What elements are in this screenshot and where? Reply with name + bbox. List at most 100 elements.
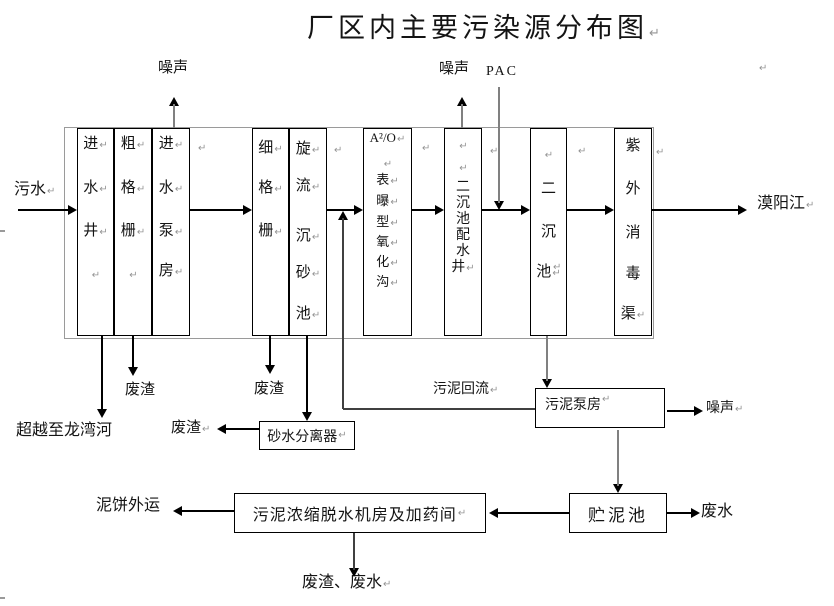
- label-text: 超越至龙湾河: [16, 422, 113, 439]
- box-sludge-storage-tank: 贮泥池: [569, 493, 667, 533]
- box-text-line: ↵: [364, 156, 411, 170]
- box-char: 渠: [620, 306, 636, 322]
- paragraph-mark: ↵: [198, 143, 207, 154]
- box-text-line: 井↵: [78, 224, 113, 239]
- box-char: 池: [456, 212, 470, 227]
- arrowhead-r: [243, 205, 252, 215]
- box-text-line: 房↵: [153, 264, 189, 279]
- paragraph-mark: ↵: [334, 145, 343, 156]
- box-char: 细: [258, 140, 274, 156]
- box-text-line: 水: [445, 245, 481, 259]
- box-char: 池: [295, 306, 311, 322]
- box-char: 格: [258, 180, 274, 196]
- box-char: 沉: [540, 224, 556, 240]
- arrow-storage-to-dewatering: [496, 512, 569, 514]
- arrow-oxidation-ditch-to-distribution-well: [412, 209, 437, 211]
- box-text-line: 渠↵: [615, 307, 651, 322]
- label-text: 污泥回流: [433, 382, 489, 397]
- box-char: 池: [536, 264, 552, 280]
- paragraph-mark: ↵: [390, 176, 399, 187]
- process-box-inlet-well: 进↵水↵井↵↵: [77, 128, 114, 336]
- box-text-line: 沟↵: [364, 275, 411, 289]
- box-char: 配: [456, 228, 470, 243]
- paragraph-mark: ↵: [136, 140, 146, 151]
- box-text-line: 消: [615, 226, 651, 241]
- box-text-line: 外: [615, 182, 651, 197]
- box-text-line: 沉: [445, 197, 481, 211]
- box-text-line: A²/O↵: [364, 131, 411, 145]
- arrow-separator-waste: [224, 428, 259, 430]
- label-text: 废水: [701, 503, 734, 520]
- paragraph-mark: ↵: [459, 163, 468, 174]
- label-zaosheng-top-mid: 噪声: [439, 61, 469, 78]
- box-char: 毒: [625, 266, 641, 282]
- process-box-secondary-clarifier: ↵ 二沉池↵: [530, 128, 567, 336]
- label-text: 污水: [14, 181, 47, 198]
- label-wushui: 污水↵: [14, 181, 55, 199]
- paragraph-mark: ↵: [390, 238, 399, 249]
- box-char: 二: [456, 180, 470, 195]
- arrowhead-d: [613, 484, 623, 493]
- arrow-grit-chamber-to-oxidation-ditch: [327, 209, 356, 211]
- box-char: 粗: [120, 136, 136, 152]
- paragraph-mark: ↵: [129, 270, 138, 281]
- box-text-line: 氧↵: [364, 235, 411, 249]
- paragraph-mark: ↵: [602, 394, 611, 405]
- arrowhead-r: [521, 205, 530, 215]
- box-char: 旋: [295, 141, 311, 157]
- label-pac: PAC: [486, 64, 518, 79]
- label-wunihuiliu: 污泥回流↵: [433, 382, 498, 397]
- arrow-pump-house-to-fine-screen: [190, 209, 245, 211]
- box-text-line: 池↵: [531, 265, 566, 280]
- paragraph-mark: ↵: [390, 278, 399, 289]
- process-box-uv-disinfection-channel: 紫外消毒渠↵: [614, 128, 652, 336]
- box-char: 二: [540, 181, 556, 197]
- box-char: 沟: [376, 274, 390, 289]
- paragraph-mark: ↵: [91, 270, 101, 281]
- arrowhead-l: [217, 424, 226, 434]
- box-text-line: 流↵: [290, 179, 326, 194]
- arrowhead-r: [738, 205, 747, 215]
- box-text-line: ↵: [445, 139, 481, 153]
- paragraph-mark: ↵: [649, 26, 664, 41]
- box-text-line: ↵: [78, 267, 113, 282]
- page-edge-mark: [0, 230, 5, 232]
- paragraph-mark: ↵: [636, 310, 646, 321]
- arrow-influent-to-inlet-well: [18, 209, 70, 211]
- paragraph-mark: ↵: [274, 184, 283, 195]
- label-feishui: 废水: [701, 503, 733, 521]
- paragraph-mark: ↵: [311, 269, 321, 280]
- paragraph-mark: ↵: [552, 268, 561, 279]
- label-text: 废渣: [125, 382, 156, 398]
- box-char: 进: [158, 136, 174, 152]
- box-char: A²/O: [369, 130, 396, 145]
- page-edge-mark: [0, 597, 5, 599]
- paragraph-mark: ↵: [390, 258, 399, 269]
- box-text-line: 二: [531, 182, 566, 197]
- label-text: 噪声: [439, 61, 470, 77]
- arrow-dewatering-waste: [353, 533, 355, 570]
- box-text-line: 格↵: [115, 181, 151, 196]
- arrow-bypass-to-longwan-river: [101, 336, 103, 411]
- box-char: 氧: [376, 234, 390, 249]
- box-char: 消: [625, 225, 641, 241]
- arrowhead-d: [542, 379, 552, 388]
- paragraph-mark: ↵: [457, 507, 468, 519]
- box-char: 化: [376, 254, 390, 269]
- paragraph-mark: ↵: [383, 159, 393, 170]
- label-text: 泥饼外运: [96, 497, 161, 514]
- label-feizha-xigeshan: 废渣: [254, 381, 284, 398]
- box-text-line: 配: [445, 229, 481, 243]
- box-text-line: 粗↵: [115, 137, 151, 152]
- box-text-line: 砂↵: [290, 266, 326, 281]
- box-text-line: 毒: [615, 267, 651, 282]
- box-text-line: 水↵: [153, 181, 189, 196]
- paragraph-mark: ↵: [553, 262, 562, 273]
- paragraph-mark: ↵: [396, 134, 406, 145]
- paragraph-mark: ↵: [202, 424, 211, 435]
- box-text-line: 化↵: [364, 255, 411, 269]
- box-char: 流: [295, 178, 311, 194]
- label-text: 废渣、废水: [302, 574, 383, 591]
- paragraph-mark: ↵: [99, 227, 108, 238]
- arrowhead-d: [349, 568, 359, 577]
